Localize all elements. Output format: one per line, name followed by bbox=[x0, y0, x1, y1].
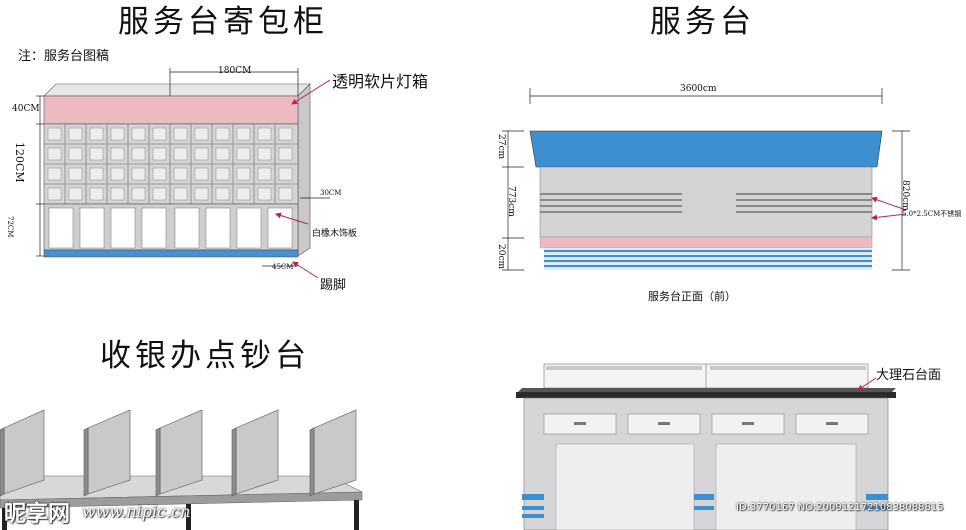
cell-depth-label: 30CM bbox=[320, 189, 342, 197]
light-box-height-label: 40CM bbox=[12, 104, 40, 114]
desk-caption: 服务台正面（前） bbox=[648, 290, 736, 303]
desk-top-band bbox=[529, 130, 883, 168]
marble-callout: 大理石台面 bbox=[876, 368, 942, 383]
service-desk-title: 服务台 bbox=[650, 4, 755, 40]
upper-height-label: 120CM bbox=[13, 142, 26, 183]
locker-note: 注：服务台图稿 bbox=[18, 49, 110, 64]
lower-height-label: 72CM bbox=[6, 216, 14, 238]
watermark-id: ID:3770167 NO:20091217210838088815 bbox=[736, 502, 944, 513]
watermark-logo: 昵享网 bbox=[4, 501, 71, 527]
desk-total-height-label: 820cm bbox=[900, 180, 910, 211]
service-desk-elevation bbox=[502, 88, 910, 271]
light-box-callout: 透明软片灯箱 bbox=[332, 72, 429, 91]
desk-bottom-height-label: 20cm bbox=[496, 244, 506, 270]
cashier-title: 收银办点钞台 bbox=[100, 338, 310, 374]
locker-width-label: 180CM bbox=[218, 66, 252, 76]
desk-top-height-label: 27cm bbox=[496, 134, 506, 160]
locker-title: 服务台寄包柜 bbox=[118, 4, 328, 40]
kick-height-label: 45CM bbox=[272, 263, 294, 271]
desk-width-label: 3600cm bbox=[680, 84, 717, 94]
panel-callout: 白橡木饰板 bbox=[312, 229, 358, 239]
cashier-desk bbox=[0, 409, 363, 530]
marble-top bbox=[516, 392, 896, 398]
light-box bbox=[43, 95, 299, 125]
steel-callout: 5.0*2.5CM不锈钢 bbox=[902, 210, 962, 218]
desk-middle-height-label: 773cm bbox=[506, 186, 516, 217]
watermark-url: www.nipic.cn bbox=[82, 502, 191, 521]
marble-counter bbox=[516, 363, 896, 530]
kick-plate bbox=[43, 249, 299, 258]
locker-cabinet bbox=[36, 68, 331, 279]
kick-callout: 踢脚 bbox=[320, 278, 347, 293]
